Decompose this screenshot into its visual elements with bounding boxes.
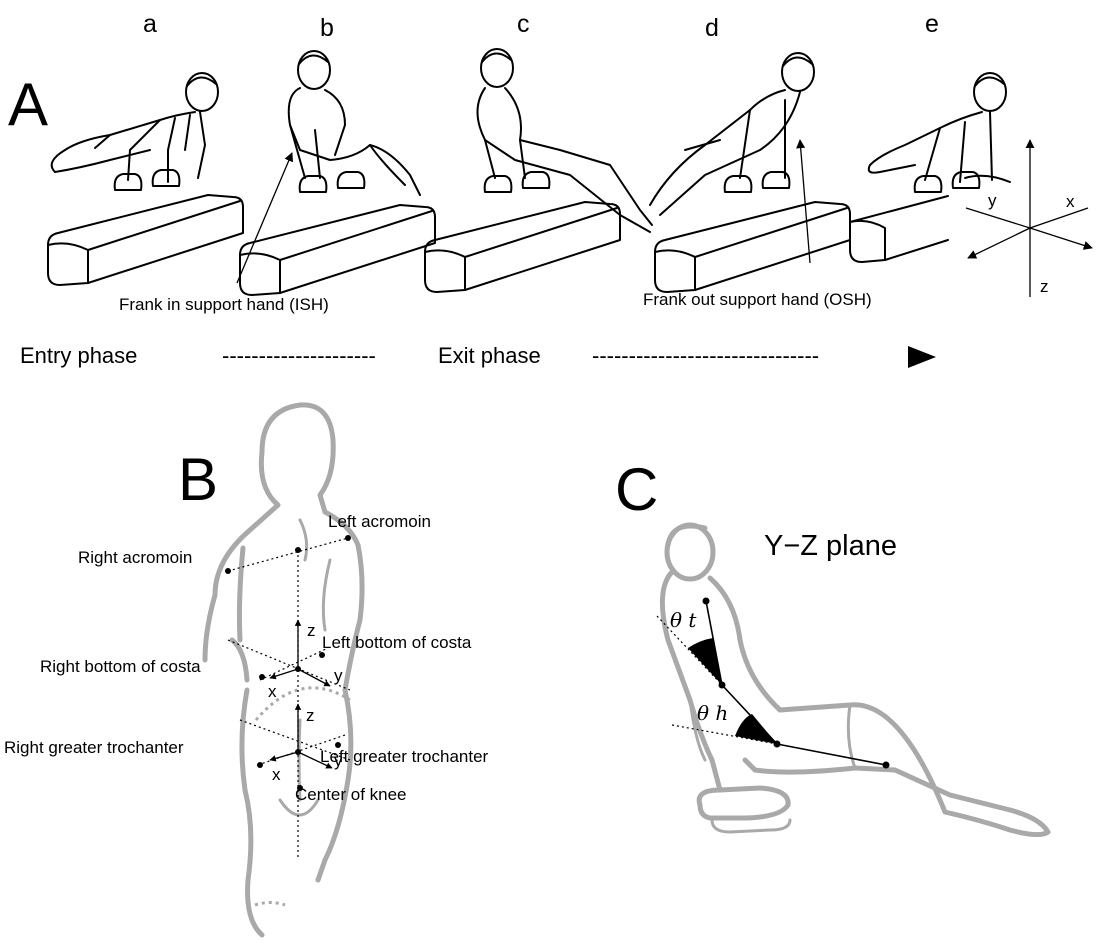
frame-label-a: a: [143, 10, 157, 38]
panel-a: A a b c d e: [8, 10, 1092, 368]
costa-axis-x: x: [268, 682, 277, 701]
label-right-costa: Right bottom of costa: [40, 657, 201, 676]
trochanter-axis-z: z: [306, 706, 315, 725]
entry-phase-dashes: ---------------------: [222, 343, 376, 368]
frame-label-b: b: [320, 14, 334, 42]
theta-h-label: θ h: [697, 701, 728, 725]
exit-phase-label: Exit phase: [438, 343, 541, 368]
frame-label-d: d: [705, 14, 719, 42]
label-right-trochanter: Right greater trochanter: [4, 738, 184, 757]
axis-label-y: y: [988, 191, 997, 210]
ish-callout: Frank in support hand (ISH): [119, 295, 329, 314]
gymnast-frame-e: [850, 73, 1010, 262]
panel-b-label: B: [178, 446, 218, 513]
thigh-segment: [777, 744, 886, 765]
gymnast-frame-d: [650, 53, 850, 292]
exit-phase-dashes: -------------------------------: [592, 343, 819, 368]
axis-label-x: x: [1066, 192, 1075, 211]
gymnast-frame-b: [240, 51, 435, 295]
axes-a: y x z: [966, 140, 1092, 297]
panel-b: B: [4, 405, 489, 935]
ish-arrow: [237, 153, 292, 283]
yz-plane-title: Y−Z plane: [764, 530, 897, 562]
theta-t-label: θ t: [670, 608, 697, 632]
trochanter-axis-x: x: [272, 765, 281, 784]
panel-c: C Y−Z plane θ t θ h: [615, 456, 1048, 835]
phase-arrowhead: [908, 346, 936, 368]
theta-h-wedge: [735, 714, 777, 744]
osh-arrow: [800, 140, 810, 263]
frame-label-c: c: [517, 10, 530, 38]
gymnast-frame-c: [425, 49, 652, 292]
theta-t-wedge: [688, 638, 722, 685]
gymnast-frame-a: [48, 73, 243, 285]
label-knee: Center of knee: [295, 785, 407, 804]
axis-label-z: z: [1040, 277, 1049, 296]
label-right-acromion: Right acromoin: [78, 548, 192, 567]
entry-phase-label: Entry phase: [20, 343, 137, 368]
label-left-trochanter: Left greater trochanter: [320, 747, 489, 766]
label-left-acromion: Left acromoin: [328, 512, 431, 531]
panel-c-label: C: [615, 456, 658, 523]
label-left-costa: Left bottom of costa: [322, 633, 472, 652]
costa-axis-z: z: [307, 621, 316, 640]
costa-axis-y: y: [334, 666, 343, 685]
osh-callout: Frank out support hand (OSH): [643, 290, 872, 309]
panel-a-label: A: [8, 71, 48, 138]
frame-label-e: e: [925, 10, 939, 38]
